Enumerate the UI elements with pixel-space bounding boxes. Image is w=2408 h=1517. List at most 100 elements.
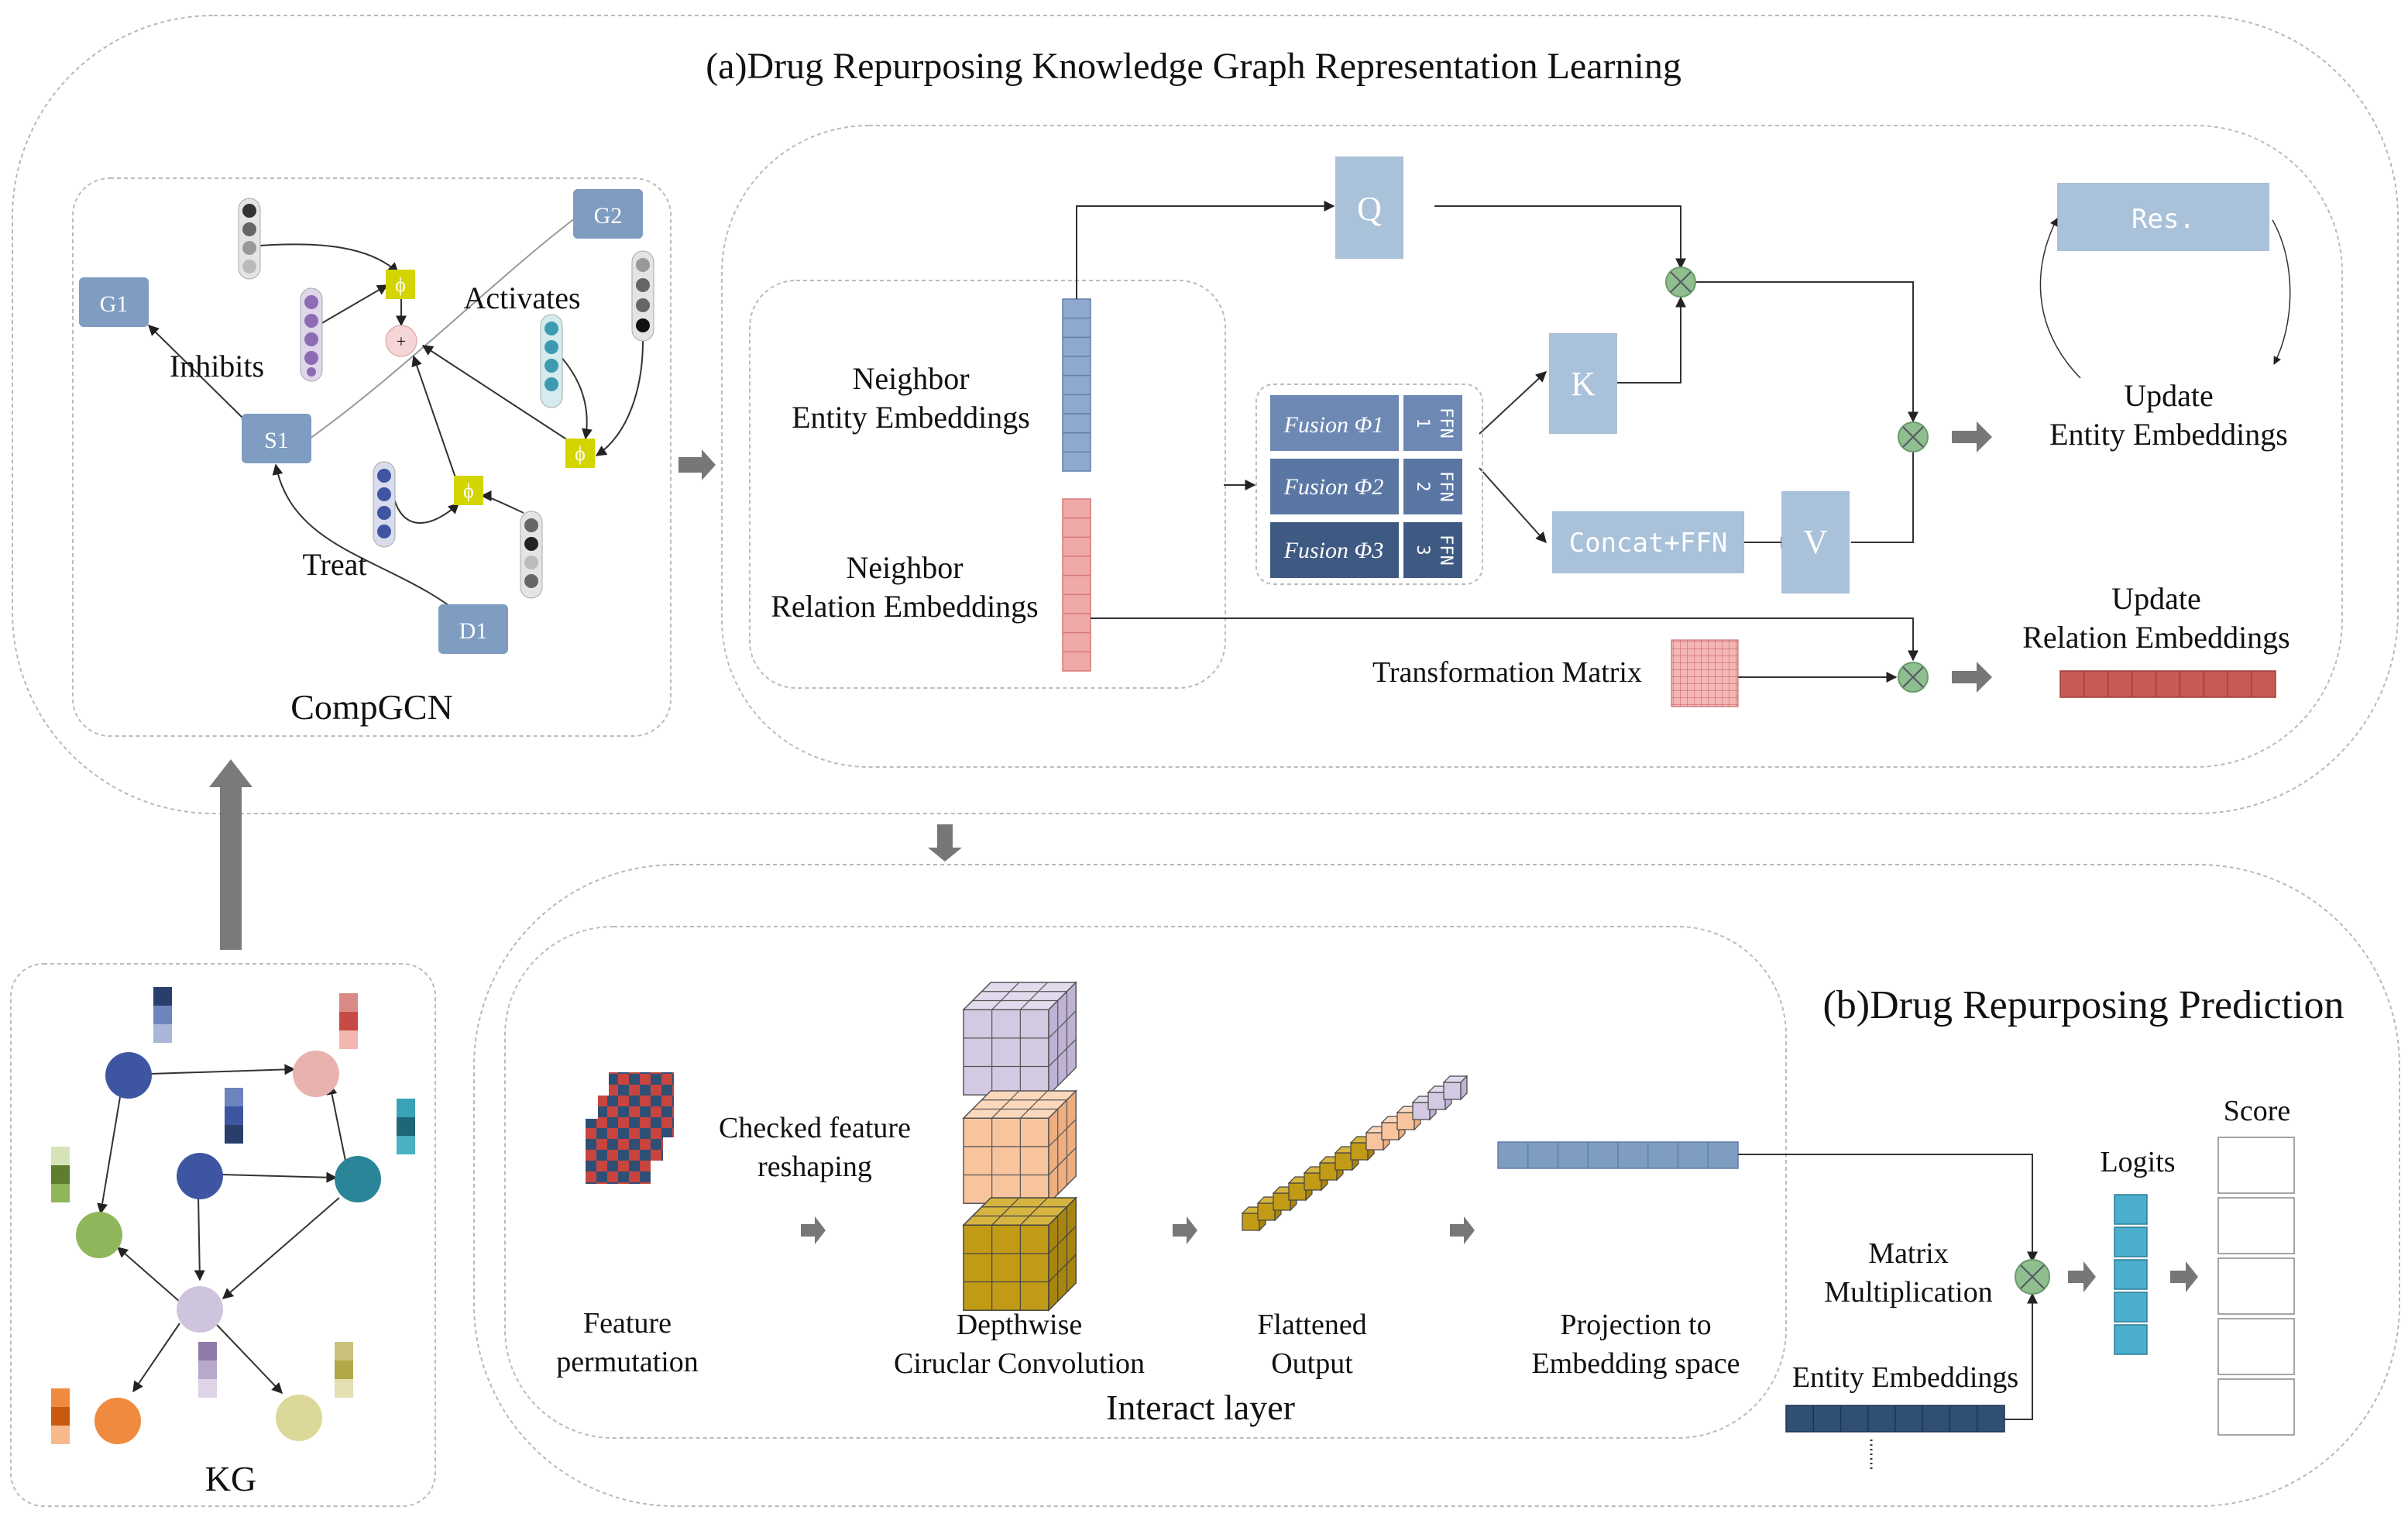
arrow-kg-to-compgcn	[209, 759, 252, 950]
arrow-to-flatten	[1173, 1216, 1197, 1244]
interact-frame	[504, 926, 1787, 1439]
embedding-pill-gray-right	[631, 250, 654, 342]
prediction-edges	[1738, 1154, 2038, 1420]
node-d1	[438, 604, 508, 654]
logits-label: Logits	[2100, 1146, 2175, 1178]
svg-text:3: 3	[1413, 545, 1432, 555]
phi-label-bottom: ϕ	[463, 480, 474, 502]
embedding-pill-navy	[373, 461, 396, 548]
compgcn-frame	[72, 177, 672, 737]
concat-ffn-label: Concat+FFN	[1569, 528, 1728, 559]
matrix-mult-line2: Multiplication	[1824, 1276, 1992, 1309]
neighbor-relation-line2: Relation Embeddings	[771, 589, 1039, 624]
fusion-panel	[1256, 384, 1483, 585]
ffn-label-2: FFN 2	[1413, 471, 1455, 502]
embedding-pill-teal	[540, 314, 563, 408]
node-s1	[242, 414, 311, 463]
neighbor-entity-line2: Entity Embeddings	[792, 400, 1030, 435]
interact-caption: Interact layer	[1106, 1388, 1295, 1427]
compgcn-caption: CompGCN	[290, 687, 453, 727]
kg-frame	[10, 963, 436, 1507]
projection-line1: Projection to	[1560, 1309, 1711, 1341]
cube-orange	[962, 1089, 1078, 1206]
projection-line2: Embedding space	[1531, 1347, 1740, 1380]
update-entity-line1: Update	[2124, 378, 2214, 413]
multiply-node-qk	[1665, 267, 1696, 298]
cube-gold	[962, 1196, 1078, 1312]
section-a-title: (a)Drug Repurposing Knowledge Graph Repr…	[706, 46, 1681, 87]
key-label: K	[1571, 365, 1596, 403]
flattened-line1: Flattened	[1257, 1309, 1366, 1341]
kg-node-disease	[293, 1051, 339, 1097]
logits-column	[2114, 1194, 2148, 1355]
multiply-node-prediction	[2015, 1259, 2050, 1295]
transformation-matrix-grid	[1671, 639, 1739, 707]
depthwise-line1: Depthwise	[957, 1309, 1083, 1341]
entity-embeddings-label: Entity Embeddings	[1792, 1361, 2018, 1394]
checked-reshaping-line1: Checked feature	[719, 1112, 911, 1144]
embedding-pill-gray-bottom	[520, 511, 543, 599]
entity-embeddings-vector	[1785, 1405, 2005, 1433]
kg-edges	[97, 1064, 346, 1395]
updated-relation-vector	[2059, 670, 2276, 698]
fusion-row-1	[1270, 395, 1462, 451]
node-s1-label: S1	[264, 428, 289, 453]
kg-node-side-effect	[94, 1398, 141, 1444]
update-relation-line1: Update	[2111, 581, 2201, 616]
arrow-to-projection	[1450, 1216, 1475, 1244]
residual-loop-left	[2039, 218, 2081, 379]
kg-node-pathway	[76, 1212, 122, 1258]
multiply-node-v	[1898, 421, 1929, 452]
neighbor-frame	[749, 280, 1226, 689]
residual-label: Res.	[2131, 204, 2195, 235]
aggregation-plus-node	[385, 325, 417, 357]
feature-permutation-line1: Feature	[583, 1307, 672, 1340]
arrow-to-score	[2170, 1261, 2198, 1292]
cube-purple	[962, 981, 1078, 1097]
node-g1	[79, 277, 149, 327]
neighbor-entity-vector	[1062, 298, 1091, 472]
phi-box-right	[565, 439, 595, 468]
relation-inhibits: Inhibits	[170, 349, 264, 384]
embedding-pill-gray-top	[238, 198, 261, 280]
projection-vector	[1497, 1141, 1739, 1169]
phi-label-right: ϕ	[575, 442, 586, 465]
kg-node-drug-2	[177, 1153, 223, 1199]
ffn-label-3: FFN 3	[1413, 535, 1455, 566]
node-d1-label: D1	[459, 618, 488, 644]
phi-label-top: ϕ	[395, 273, 406, 296]
feature-permutation-line2: permutation	[556, 1346, 699, 1378]
section-a-frame	[12, 15, 2399, 814]
value-box	[1781, 491, 1850, 593]
compgcn-edges	[148, 218, 644, 627]
feature-permutation-stack	[586, 1072, 674, 1184]
flattened-output-bar	[1241, 1075, 1469, 1232]
attention-edges	[1076, 201, 1918, 683]
kg-node-anatomy	[276, 1395, 322, 1441]
svg-text:2: 2	[1413, 481, 1432, 491]
update-entity-line2: Entity Embeddings	[2049, 417, 2288, 452]
arrow-to-logits	[2068, 1261, 2096, 1292]
svg-text:FFN: FFN	[1436, 408, 1455, 439]
score-column	[2217, 1137, 2295, 1436]
svg-text:FFN: FFN	[1436, 471, 1455, 502]
node-g1-label: G1	[100, 291, 129, 317]
kg-caption: KG	[205, 1459, 256, 1498]
relation-activates: Activates	[463, 280, 580, 315]
ffn-label-1: FFN 1	[1413, 408, 1455, 439]
kg-node-center	[177, 1286, 223, 1333]
aggregation-plus-label: +	[397, 332, 406, 351]
node-g2-label: G2	[594, 203, 623, 229]
matrix-mult-line1: Matrix	[1868, 1237, 1948, 1270]
arrow-to-convolution	[801, 1216, 826, 1244]
neighbor-entity-line1: Neighbor	[852, 361, 969, 396]
kg-node-drug-1	[105, 1052, 152, 1099]
svg-text:1: 1	[1413, 418, 1432, 428]
kg-node-gene	[335, 1156, 381, 1202]
neighbor-relation-vector	[1062, 498, 1091, 672]
arrow-to-update-entity	[1952, 421, 1992, 452]
arrow-compgcn-to-attention	[678, 449, 716, 480]
query-label: Q	[1357, 190, 1382, 228]
